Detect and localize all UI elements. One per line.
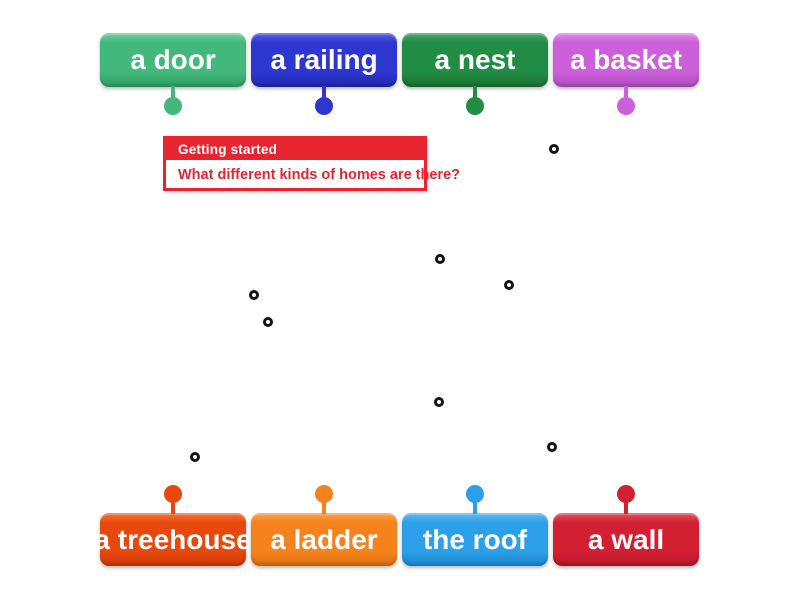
label-pin-dot[interactable] [466,97,484,115]
label-a-treehouse[interactable]: a treehouse [94,485,252,566]
marker-dot-basket[interactable] [547,442,557,452]
label-a-railing[interactable]: a railing [251,33,397,115]
label-text: a wall [587,523,665,555]
getting-started-banner: Getting started What different kinds of … [163,136,460,191]
label-box[interactable]: a railing [251,33,397,87]
label-a-basket[interactable]: a basket [553,33,699,115]
label-stem [322,500,326,514]
scene-illustration: Getting started What different kinds of … [96,121,703,477]
label-stem [624,500,628,514]
label-a-wall[interactable]: a wall [553,485,699,566]
label-text: a ladder [270,523,378,555]
marker-dot-railing[interactable] [190,452,200,462]
label-stem [624,86,628,100]
label-text: a basket [569,44,683,75]
banner-question: What different kinds of homes are there? [178,167,460,183]
label-text: a door [130,44,216,75]
label-text: the roof [422,523,528,555]
label-box[interactable]: a ladder [251,513,397,566]
label-stem [171,86,175,100]
label-box[interactable]: the roof [402,513,548,566]
label-text: a railing [270,44,378,75]
marker-dot-door[interactable] [435,254,445,264]
label-a-nest[interactable]: a nest [402,33,548,115]
label-pin-dot[interactable] [315,97,333,115]
label-pin-dot[interactable] [617,97,635,115]
label-stem [473,500,477,514]
label-a-door[interactable]: a door [100,33,246,115]
label-text: a nest [434,44,516,75]
marker-dot-roof[interactable] [249,290,259,300]
label-box[interactable]: a door [100,33,246,87]
marker-dot-wall[interactable] [263,317,273,327]
label-pin-dot[interactable] [315,485,333,503]
label-stem [322,86,326,100]
label-box[interactable]: a nest [402,33,548,87]
label-box[interactable]: a wall [553,513,699,566]
label-pin-dot[interactable] [164,97,182,115]
banner-title: Getting started [166,139,424,160]
label-box[interactable]: a treehouse [94,513,252,566]
label-pin-dot[interactable] [466,485,484,503]
label-stem [473,86,477,100]
label-text: a treehouse [94,523,252,555]
marker-dot-treehouse[interactable] [504,280,514,290]
marker-dot-ladder[interactable] [434,397,444,407]
label-pin-dot[interactable] [617,485,635,503]
label-the-roof[interactable]: the roof [402,485,548,566]
marker-dot-nest[interactable] [549,144,559,154]
label-pin-dot[interactable] [164,485,182,503]
label-a-ladder[interactable]: a ladder [251,485,397,566]
label-stem [171,500,175,514]
label-box[interactable]: a basket [553,33,699,87]
